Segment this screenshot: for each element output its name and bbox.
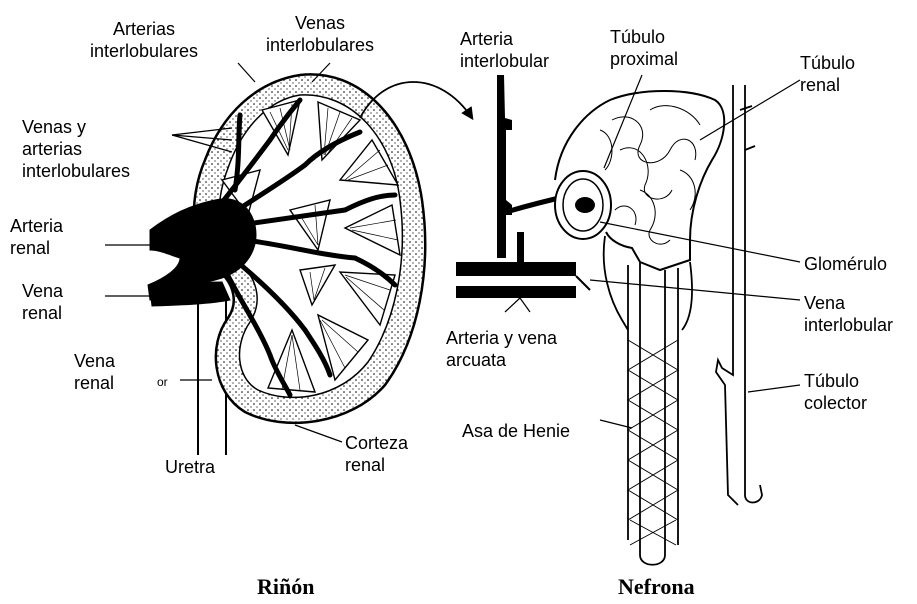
label-glomerulo: Glomérulo <box>804 253 887 275</box>
label-vena-renal-lower: Vena renal <box>74 350 115 394</box>
label-uretra: Uretra <box>165 456 215 478</box>
label-tubulo-renal: Túbulo renal <box>800 52 855 96</box>
label-arteria-vena-arcuata: Arteria y vena arcuata <box>446 327 557 371</box>
caption-nefrona: Nefrona <box>618 574 695 600</box>
label-venas-interlobulares: Venas interlobulares <box>266 12 374 56</box>
label-vena-interlobular: Vena interlobular <box>804 292 893 336</box>
label-tubulo-proximal: Túbulo proximal <box>610 26 678 70</box>
vasa-recta-mesh <box>628 340 678 545</box>
label-tubulo-colector: Túbulo colector <box>804 370 867 414</box>
label-arteria-interlobular: Arteria interlobular <box>460 28 549 72</box>
label-arteria-renal: Arteria renal <box>10 215 63 259</box>
label-fragment: or <box>157 371 168 393</box>
glomerulus <box>555 171 611 239</box>
convoluted-tubules <box>600 106 700 245</box>
arcuate-vessels <box>456 262 576 276</box>
caption-rinon: Riñón <box>257 574 314 600</box>
label-corteza-renal: Corteza renal <box>345 432 408 476</box>
nephron-leader-lines <box>590 75 800 428</box>
label-venas-arterias-interlobulares: Venas y arterias interlobulares <box>22 116 130 182</box>
label-asa-de-henie: Asa de Henie <box>462 420 570 442</box>
label-vena-renal: Vena renal <box>22 280 63 324</box>
label-arterias-interlobulares: Arterias interlobulares <box>90 18 198 62</box>
collecting-tubule <box>716 85 762 505</box>
nephron-drawing <box>456 75 800 565</box>
kidney-drawing <box>105 63 472 455</box>
interlobular-artery <box>497 75 512 258</box>
